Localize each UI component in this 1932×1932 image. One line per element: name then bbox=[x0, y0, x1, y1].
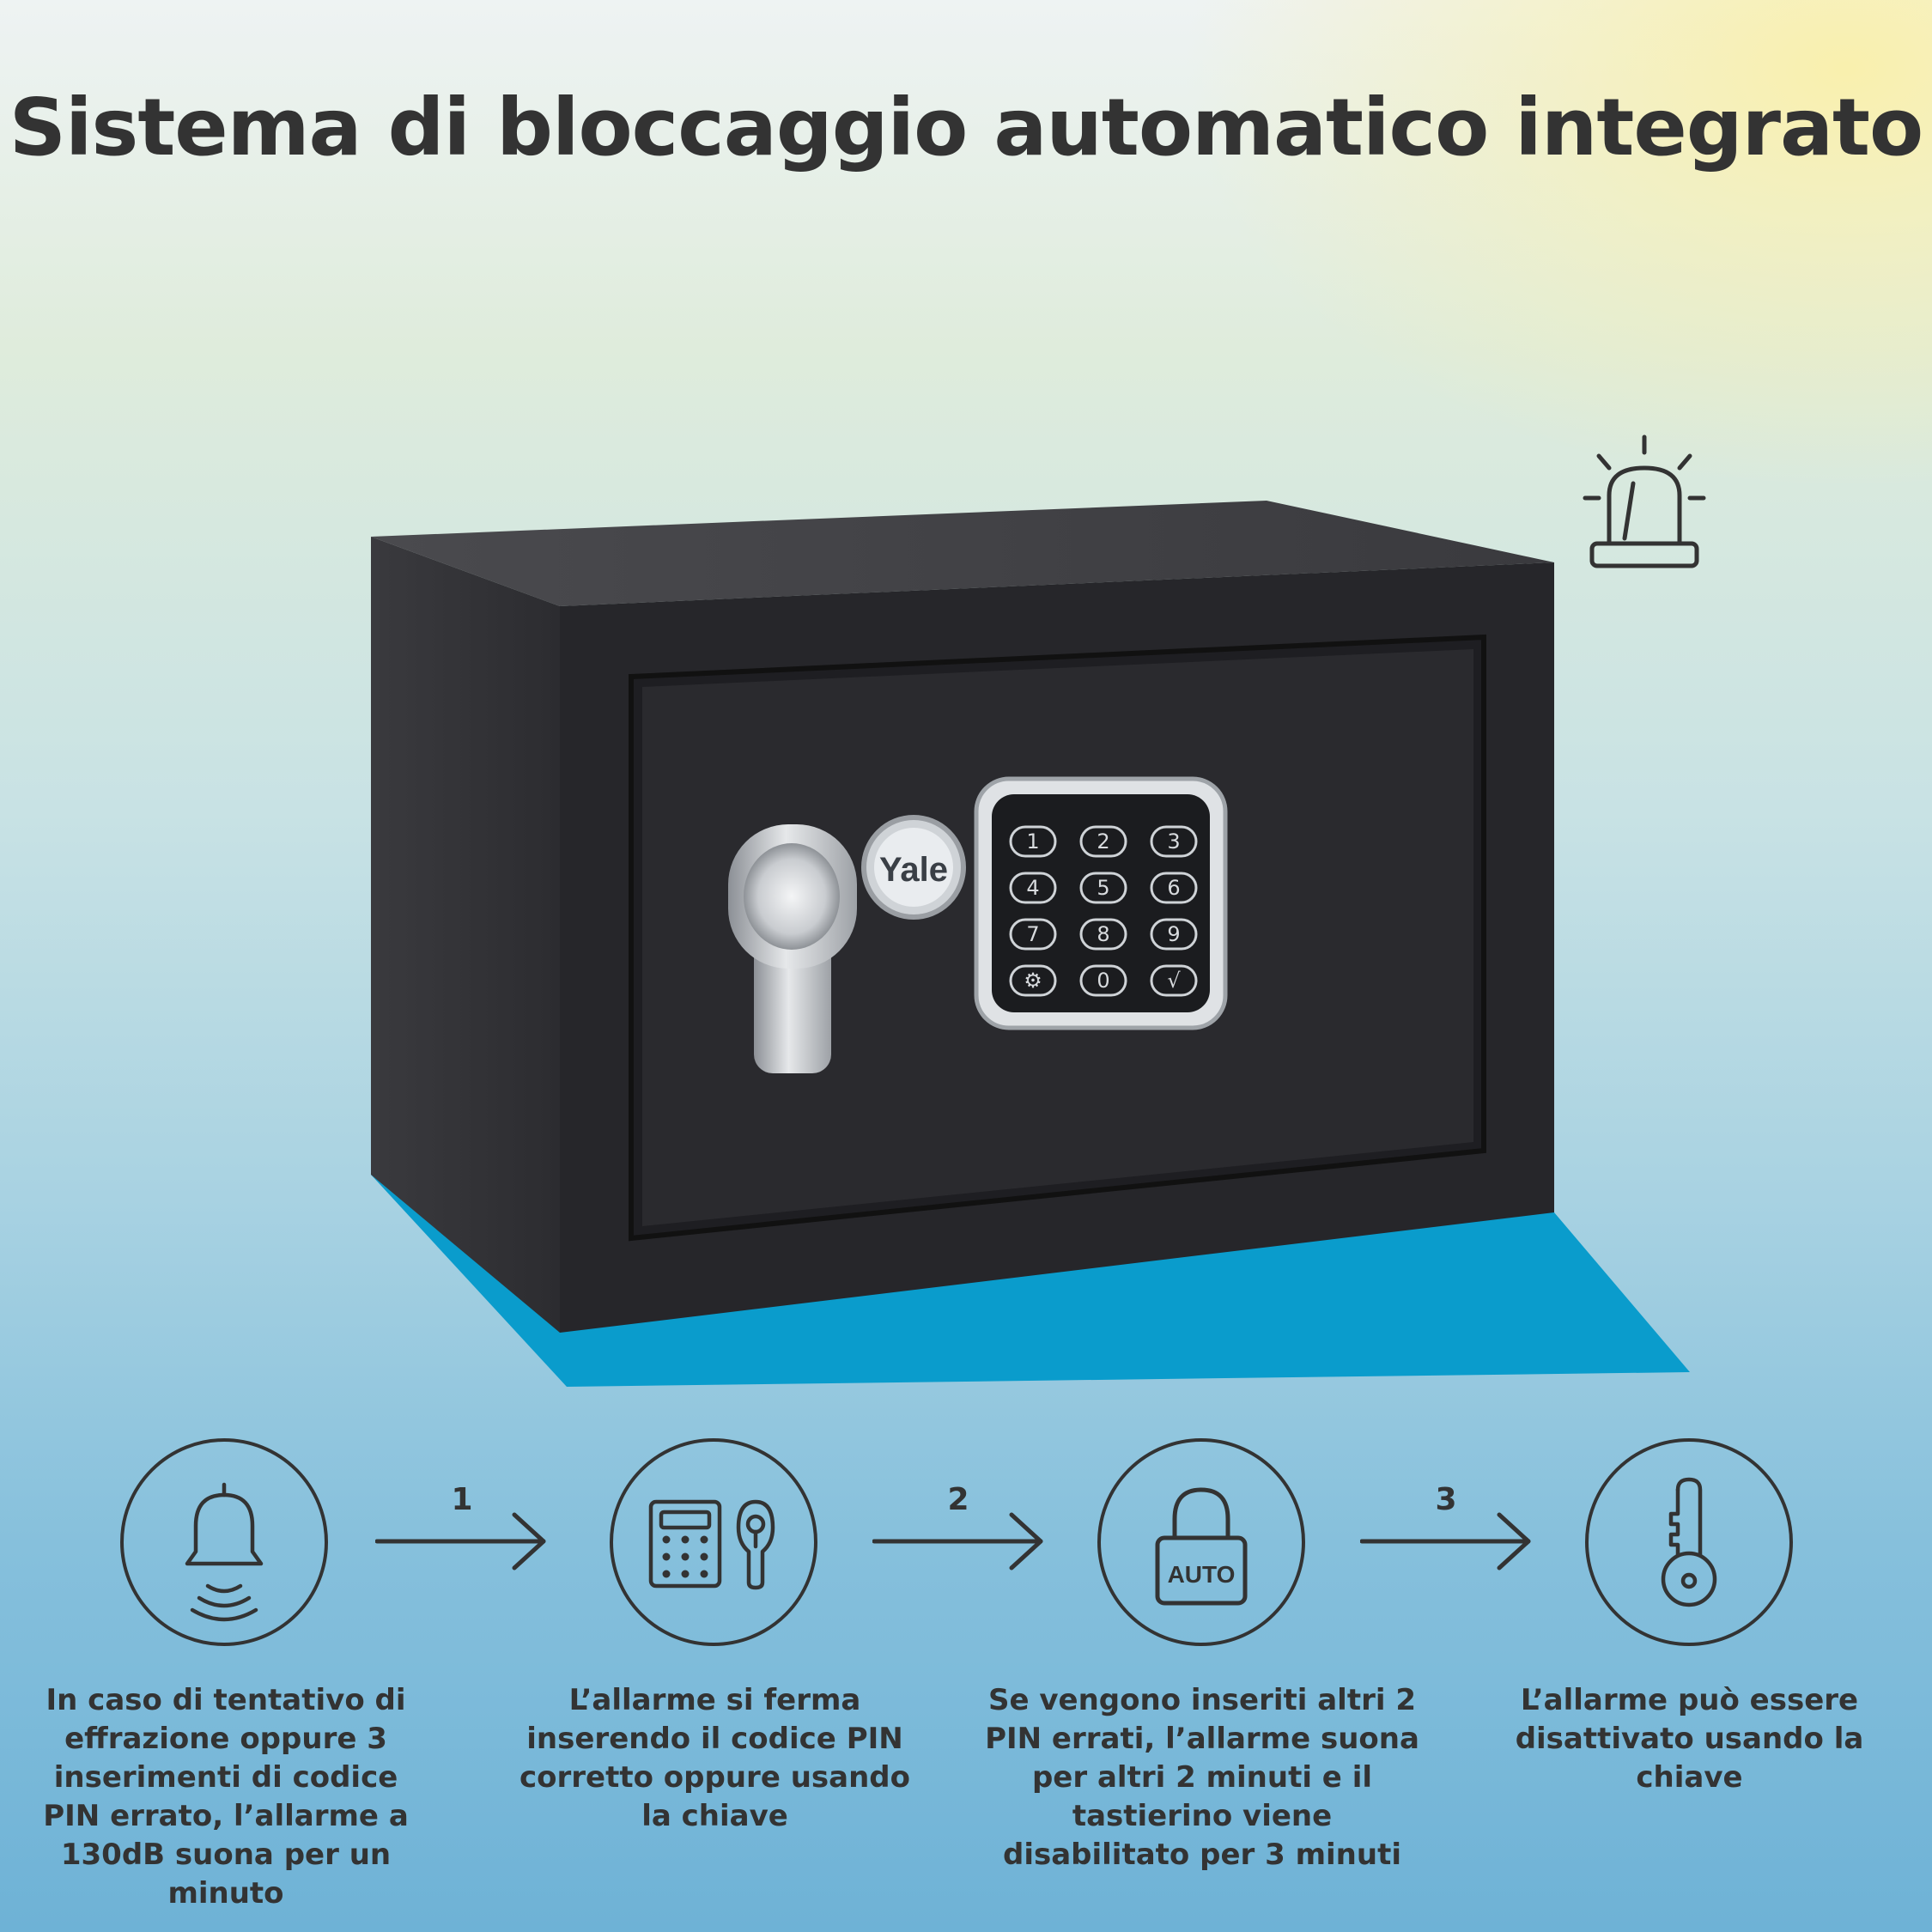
keypad-and-cylinder-icon bbox=[648, 1499, 775, 1590]
keypad-key-label: 5 bbox=[1097, 876, 1109, 900]
arrow-right-icon bbox=[1360, 1512, 1531, 1571]
keypad-key-label: 4 bbox=[1026, 876, 1039, 900]
keypad-key bbox=[1009, 964, 1057, 997]
key-icon bbox=[1661, 1477, 1717, 1607]
arrow-number-2: 2 bbox=[947, 1482, 969, 1517]
keypad-key bbox=[1009, 825, 1057, 858]
keypad-key-label: 6 bbox=[1167, 876, 1180, 900]
keypad-key-label: 0 bbox=[1097, 969, 1109, 993]
keypad-key-label: 8 bbox=[1097, 922, 1109, 946]
arrow-number-3: 3 bbox=[1435, 1482, 1457, 1517]
keypad-key bbox=[1009, 872, 1057, 904]
bell-vibrate-icon bbox=[185, 1482, 264, 1622]
keypad-key-label: 7 bbox=[1026, 922, 1039, 946]
safe-side bbox=[371, 537, 560, 1333]
arrow-number-1: 1 bbox=[451, 1482, 473, 1517]
step-circle-4 bbox=[1585, 1438, 1793, 1646]
arrow-right-icon bbox=[375, 1512, 546, 1571]
step-2-text: L’allarme si ferma inserendo il codice P… bbox=[519, 1683, 910, 1833]
arrow-right-icon bbox=[872, 1512, 1043, 1571]
yale-key-lock: Yale bbox=[861, 815, 966, 920]
step-circle-3: AUTO bbox=[1097, 1438, 1305, 1646]
step-circle-2 bbox=[610, 1438, 817, 1646]
step-1-text: In caso di tentativo di effrazione oppur… bbox=[43, 1683, 409, 1911]
keypad-key-label: 9 bbox=[1167, 922, 1180, 946]
keypad-key bbox=[1079, 964, 1127, 997]
safe-top bbox=[371, 501, 1554, 606]
keypad-key-label: 2 bbox=[1097, 829, 1109, 854]
keypad-key bbox=[1079, 825, 1127, 858]
keypad-key-label: √ bbox=[1167, 969, 1181, 993]
keypad-key bbox=[1079, 918, 1127, 951]
step-circle-1 bbox=[120, 1438, 328, 1646]
keypad-key bbox=[1150, 964, 1198, 997]
safe-illustration: Yale 1 2 3 4 5 6 7 8 9 ⚙ 0 √ bbox=[371, 501, 1690, 1387]
keypad-key-label: 3 bbox=[1167, 829, 1180, 854]
keypad-key-label: 1 bbox=[1026, 829, 1039, 854]
keypad-key bbox=[1079, 872, 1127, 904]
keypad-key bbox=[1009, 918, 1057, 951]
auto-label: AUTO bbox=[1168, 1561, 1236, 1588]
keypad-key bbox=[1150, 918, 1198, 951]
page-title: Sistema di bloccaggio automatico integra… bbox=[9, 82, 1923, 173]
safe-handle bbox=[728, 824, 857, 1073]
keypad-key-label: ⚙ bbox=[1024, 969, 1042, 993]
padlock-auto-icon: AUTO bbox=[1155, 1487, 1248, 1606]
keypad-key bbox=[1150, 825, 1198, 858]
yale-logo: Yale bbox=[879, 851, 948, 889]
step-3-text: Se vengono inseriti altri 2 PIN errati, … bbox=[985, 1683, 1419, 1872]
siren-icon bbox=[1583, 434, 1706, 568]
step-4-text: L’allarme può essere disattivato usando … bbox=[1515, 1683, 1864, 1795]
keypad-key bbox=[1150, 872, 1198, 904]
keypad-keys: 1 2 3 4 5 6 7 8 9 ⚙ 0 √ bbox=[1009, 825, 1198, 997]
